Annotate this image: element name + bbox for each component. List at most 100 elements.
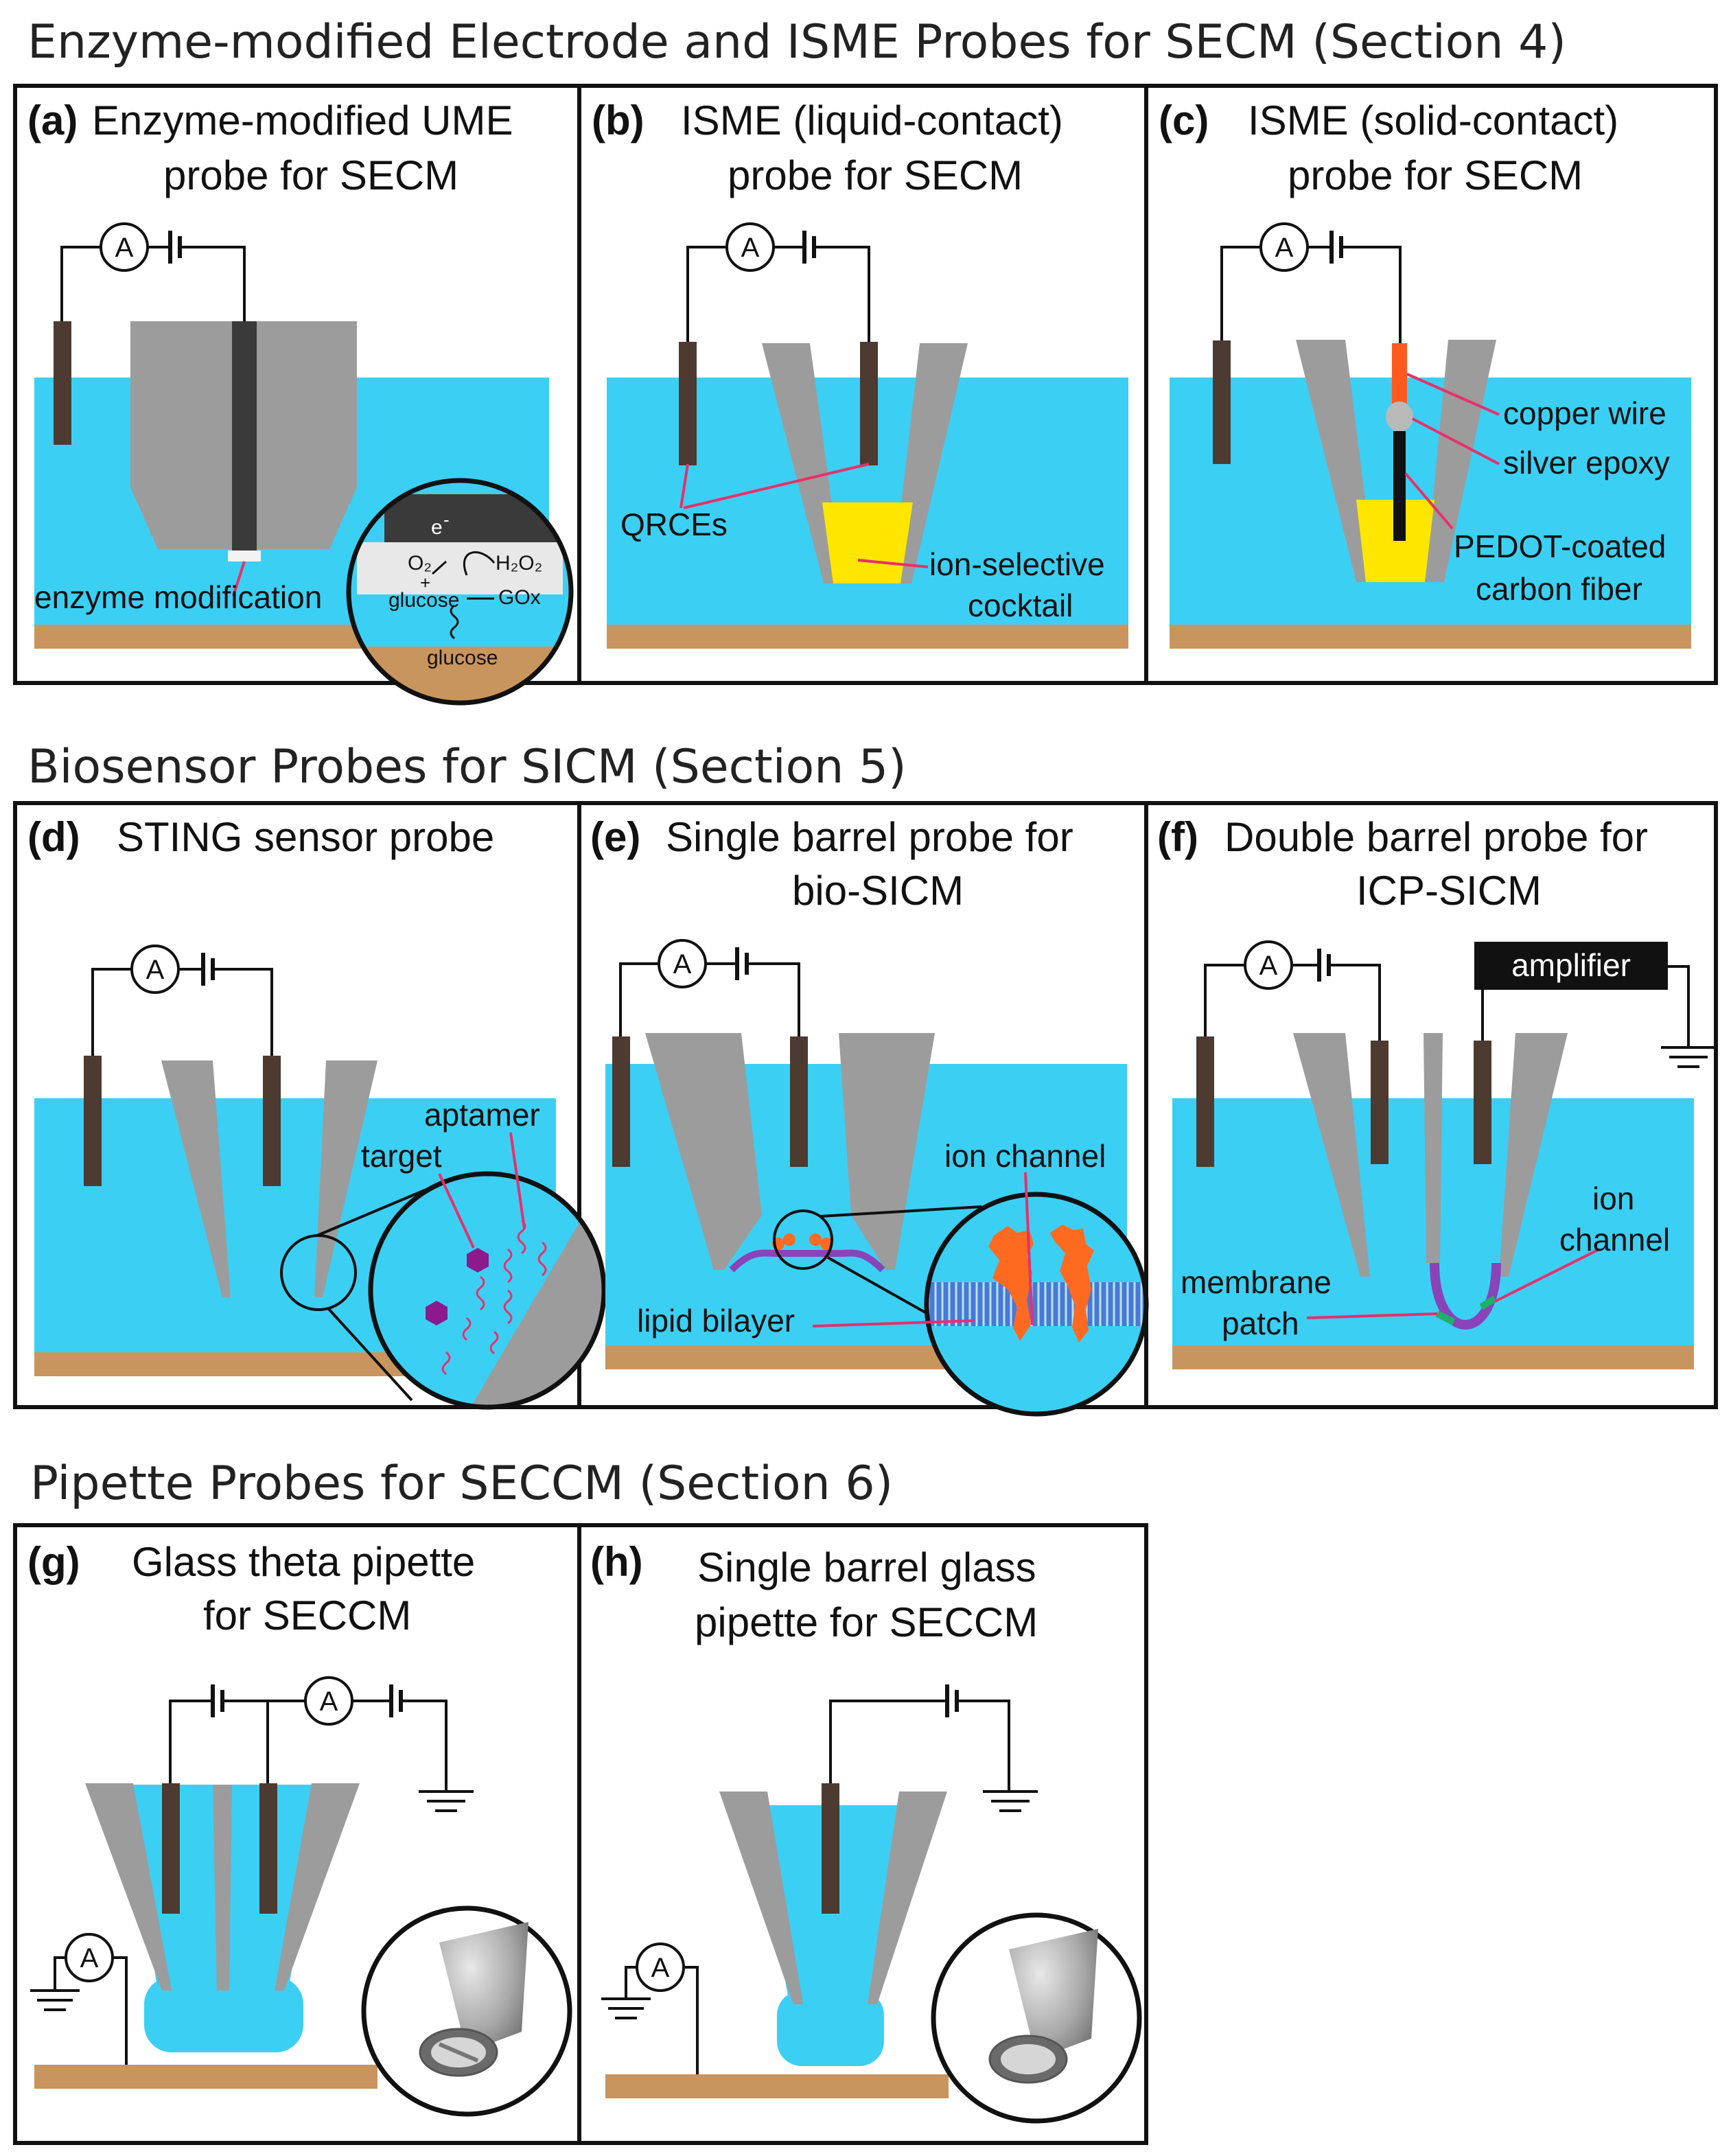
pipette-wall-right (275, 1783, 360, 1991)
pipette-wall-left (719, 1792, 803, 2004)
reference-electrode (54, 321, 71, 445)
panel-c-title-line-2: probe for SECM (1288, 152, 1583, 198)
panel-d-title-line-1: STING sensor probe (117, 814, 494, 860)
lipid-bilayer-label: lipid bilayer (637, 1303, 795, 1338)
o2-label: O₂ (408, 552, 432, 575)
internal-electrode (790, 1036, 808, 1167)
section-title-secm: Enzyme-modified Electrode and ISME Probe… (27, 15, 1566, 69)
glucose-label-2: glucose (427, 647, 498, 669)
glucose-label-1: glucose (388, 589, 459, 612)
aptamer-zoom-inset (368, 1171, 607, 1410)
svg-text:A: A (146, 955, 165, 985)
circuit-wire (686, 246, 870, 343)
panel-d-letter: (d) (27, 814, 80, 860)
svg-text:A: A (80, 1943, 99, 1973)
svg-text:A: A (1275, 233, 1294, 263)
substrate (605, 2074, 949, 2098)
pedot-label-line-2: carbon fiber (1476, 571, 1642, 607)
ammeter-icon: A (65, 1933, 114, 1982)
h2o2-label: H₂O₂ (496, 552, 542, 575)
pipette-wall-left (161, 1060, 231, 1297)
aptamer-leader (509, 1132, 526, 1229)
svg-text:A: A (320, 1686, 338, 1717)
panel-f: (f) Double barrel probe for ICP-SICM A a… (1157, 814, 1716, 1369)
substrate-wire (625, 1966, 699, 2074)
bilayer-leader (812, 1319, 975, 1328)
panel-a-title-line-2: probe for SECM (163, 152, 458, 198)
channel-leader (1494, 1248, 1600, 1303)
pipette-wall-right (839, 1033, 935, 1270)
ion-channel-label: ion channel (944, 1138, 1106, 1174)
target-label: target (361, 1138, 442, 1174)
substrate (34, 2065, 377, 2089)
cocktail-leader (857, 559, 929, 568)
pipette-wall-right (868, 1792, 947, 2004)
channel-marker-1 (1435, 1310, 1456, 1325)
barrel-electrode-1 (1371, 1041, 1389, 1164)
panel-c: (c) ISME (solid-contact) probe for SECM … (1159, 97, 1691, 649)
panel-e-title-line-1: Single barrel probe for (666, 814, 1073, 860)
circuit-wire (91, 968, 273, 1057)
circuit-wire (1220, 246, 1402, 343)
panel-a: (a) Enzyme-modified UME probe for SECM A… (27, 97, 574, 706)
svg-text:A: A (115, 233, 134, 263)
zoom-line-1 (316, 1183, 440, 1237)
channel-leader (1024, 1172, 1034, 1325)
aptamer-label: aptamer (424, 1097, 540, 1133)
internal-electrode (860, 342, 878, 465)
amplifier-box (1474, 942, 1668, 990)
reference-electrode (1213, 340, 1231, 464)
ground-icon (30, 1977, 80, 2011)
enzyme-layer (228, 550, 261, 561)
circuit-wire (169, 1700, 448, 1790)
silver-epoxy (1386, 402, 1413, 432)
silver-epoxy-label: silver epoxy (1503, 445, 1670, 480)
svg-text:A: A (741, 233, 760, 263)
panel-f-title-line-1: Double barrel probe for (1224, 814, 1648, 860)
modification-leader (232, 561, 246, 596)
barrel-electrode-1 (162, 1783, 180, 1914)
enzyme-zoom-inset: e - O₂ H₂O₂ + glucose GOx glucose (346, 478, 574, 706)
pipette-wall-left (762, 343, 843, 583)
meniscus-droplet (777, 1991, 884, 2066)
svg-text:A: A (673, 949, 692, 980)
membrane-leader (1306, 1312, 1438, 1319)
barrel-electrode-2 (259, 1783, 277, 1914)
pipette-wall-right (1425, 340, 1496, 582)
copper-leader (1406, 373, 1500, 416)
zoom-line-2 (327, 1307, 413, 1402)
panel-b-title-line-1: ISME (liquid-contact) (681, 97, 1063, 143)
ammeter-icon: A (100, 222, 149, 272)
panel-f-title-line-2: ICP-SICM (1356, 868, 1542, 914)
frame-row-1 (13, 84, 1718, 685)
target-leader (438, 1173, 475, 1249)
electron-label: e (431, 516, 443, 539)
panel-b-title-line-2: probe for SECM (728, 152, 1023, 198)
patch-label: patch (1222, 1306, 1299, 1341)
ground-icon (1661, 1046, 1716, 1068)
frame-row-2 (13, 801, 1718, 1409)
panel-b-letter: (b) (592, 97, 644, 143)
membrane-label: membrane (1181, 1264, 1332, 1300)
reference-electrode (679, 342, 697, 465)
electron-charge: - (443, 509, 450, 530)
internal-electrode (263, 1056, 281, 1186)
ume-wire (232, 321, 257, 550)
circuit-wire (60, 246, 246, 329)
reference-electrode (84, 1056, 102, 1186)
panel-f-letter: (f) (1157, 814, 1198, 860)
substrate (1170, 625, 1691, 649)
pipette-wall-right (892, 343, 968, 583)
panel-d: (d) STING sensor probe A (27, 814, 607, 1410)
ammeter-icon: A (725, 222, 775, 272)
plus-label: + (420, 572, 430, 593)
ion-label: ion (1592, 1181, 1634, 1216)
panel-h-letter: (h) (590, 1539, 643, 1585)
qrce-leaders (679, 463, 870, 509)
epoxy-leader (1412, 417, 1500, 465)
panel-b: (b) ISME (liquid-contact) probe for SECM… (592, 97, 1128, 649)
gox-label: GOx (498, 586, 541, 609)
pipette-septum (1424, 1033, 1443, 1263)
zoom-line-1 (820, 1205, 982, 1218)
copper-wire-label: copper wire (1503, 395, 1666, 431)
